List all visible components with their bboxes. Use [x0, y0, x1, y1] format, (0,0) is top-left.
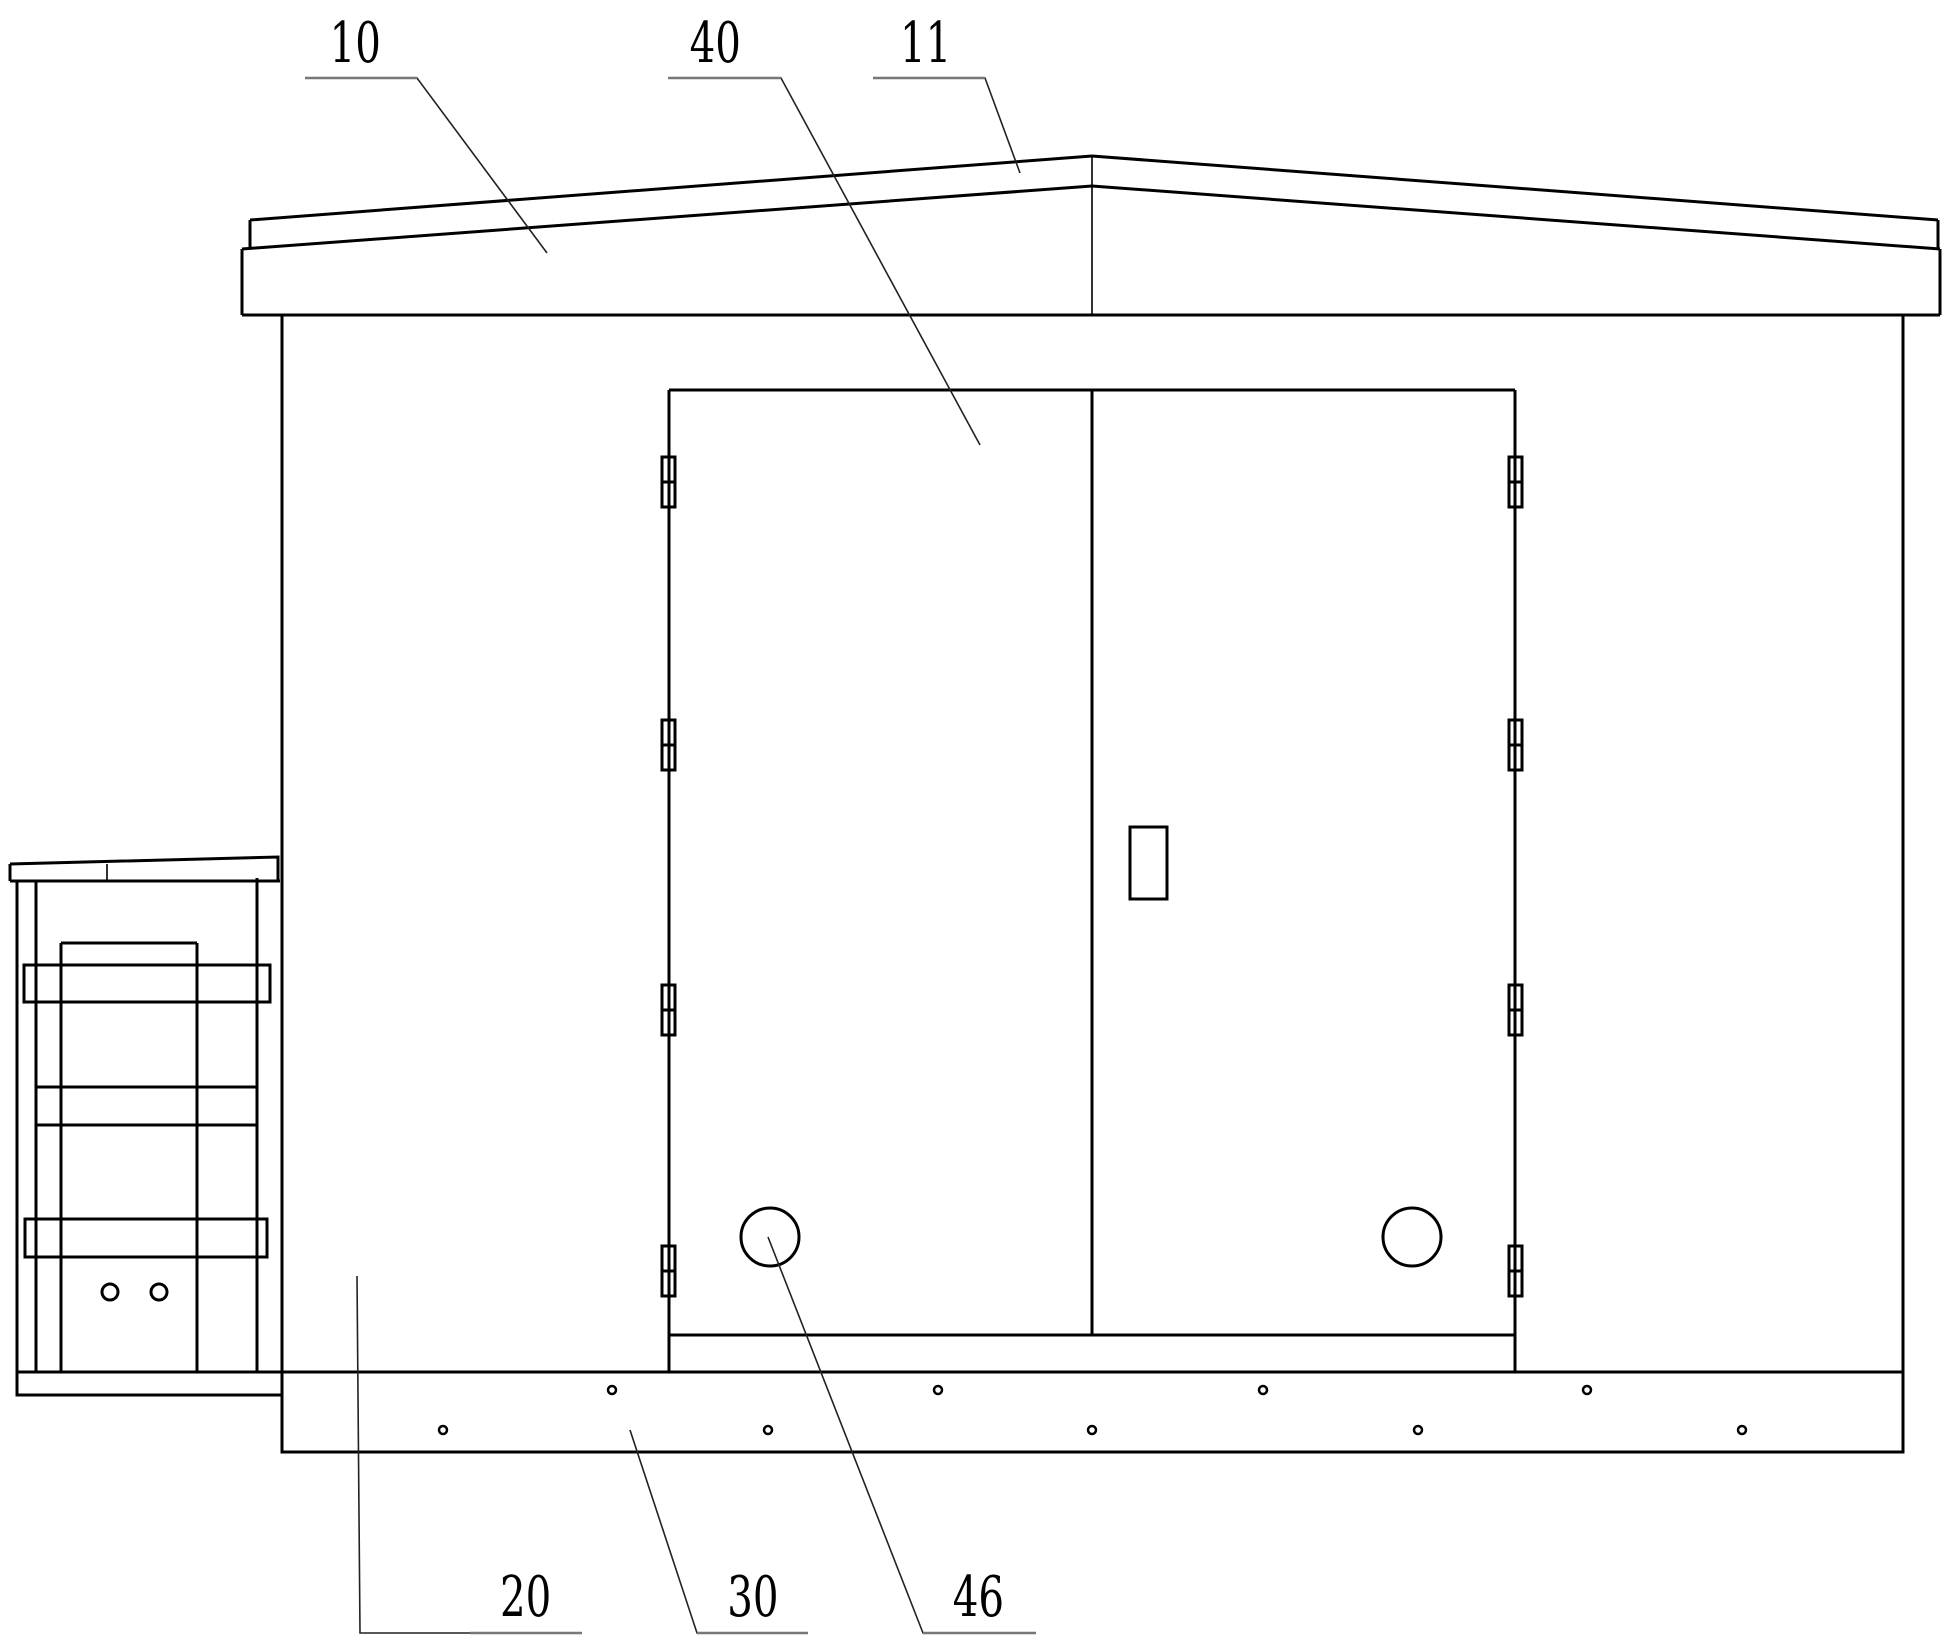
hinge-icon — [1507, 1244, 1524, 1298]
hinge-icon — [660, 718, 677, 772]
label-20: 20 — [500, 1564, 551, 1629]
cabinet-body — [280, 315, 1905, 1452]
side-ladder — [8, 855, 284, 1397]
label-10: 10 — [330, 10, 381, 75]
hinge-icon — [1507, 983, 1524, 1037]
label-11: 11 — [900, 10, 951, 75]
label-40: 40 — [690, 10, 741, 75]
hinge-icon — [660, 983, 677, 1037]
callout-labels: 10 40 11 20 30 46 — [330, 10, 1004, 1629]
roof — [240, 154, 1942, 317]
label-30: 30 — [727, 1564, 778, 1629]
double-door[interactable] — [667, 388, 1517, 1374]
door-knob-left[interactable] — [739, 1206, 801, 1268]
hinge-icon — [660, 1244, 677, 1298]
door-knob-right[interactable] — [1381, 1206, 1443, 1268]
hinges — [660, 455, 1524, 1298]
base — [280, 1370, 1905, 1454]
hinge-icon — [1507, 718, 1524, 772]
hinge-icon — [1507, 455, 1524, 509]
hinge-icon — [660, 455, 677, 509]
label-46: 46 — [953, 1564, 1004, 1629]
callout-leaders — [305, 76, 1036, 1635]
door-handle[interactable] — [1128, 825, 1169, 901]
